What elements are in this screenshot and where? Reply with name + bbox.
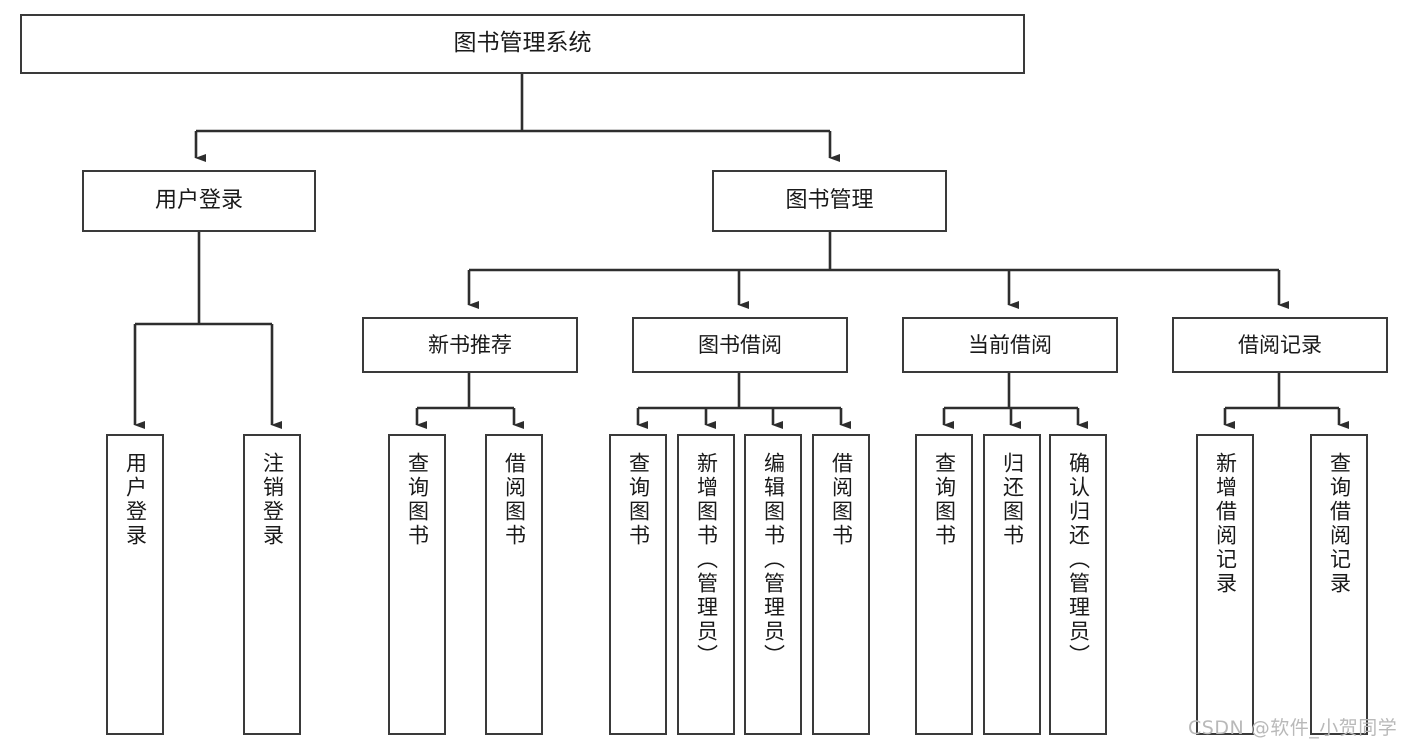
- node-leaf-return-book[interactable]: 归还图书: [983, 434, 1041, 735]
- node-leaf-confirm-return[interactable]: 确认归还（管理员）: [1049, 434, 1107, 735]
- node-current-borrow-label: 当前借阅: [968, 332, 1052, 357]
- node-leaf-add-book-label: 新增图书（管理员）: [694, 452, 719, 668]
- node-leaf-borrow-book-1-label: 借阅图书: [502, 452, 527, 548]
- node-leaf-user-login-label: 用户登录: [123, 452, 148, 548]
- node-leaf-query-record[interactable]: 查询借阅记录: [1310, 434, 1368, 735]
- node-book-borrow-label: 图书借阅: [698, 332, 782, 357]
- node-leaf-add-record-label: 新增借阅记录: [1213, 452, 1238, 596]
- node-leaf-query-book-3-label: 查询图书: [932, 452, 957, 548]
- node-root[interactable]: 图书管理系统: [20, 14, 1025, 74]
- node-leaf-user-login[interactable]: 用户登录: [106, 434, 164, 735]
- node-leaf-add-record[interactable]: 新增借阅记录: [1196, 434, 1254, 735]
- node-leaf-borrow-book-1[interactable]: 借阅图书: [485, 434, 543, 735]
- node-leaf-return-book-label: 归还图书: [1000, 452, 1025, 548]
- node-leaf-query-book-2-label: 查询图书: [626, 452, 651, 548]
- node-leaf-edit-book-label: 编辑图书（管理员）: [761, 452, 786, 668]
- node-user-login-label: 用户登录: [154, 188, 243, 214]
- node-book-management-label: 图书管理: [785, 188, 874, 214]
- node-root-label: 图书管理系统: [453, 30, 592, 57]
- node-leaf-logout[interactable]: 注销登录: [243, 434, 301, 735]
- node-leaf-query-book-1[interactable]: 查询图书: [388, 434, 446, 735]
- node-book-management[interactable]: 图书管理: [712, 170, 947, 232]
- node-leaf-query-book-1-label: 查询图书: [405, 452, 430, 548]
- node-new-book-recommend[interactable]: 新书推荐: [362, 317, 578, 373]
- node-leaf-query-book-2[interactable]: 查询图书: [609, 434, 667, 735]
- node-leaf-borrow-book-2[interactable]: 借阅图书: [812, 434, 870, 735]
- node-current-borrow[interactable]: 当前借阅: [902, 317, 1118, 373]
- node-borrow-record-label: 借阅记录: [1238, 332, 1322, 357]
- node-borrow-record[interactable]: 借阅记录: [1172, 317, 1388, 373]
- node-leaf-query-record-label: 查询借阅记录: [1327, 452, 1352, 596]
- node-book-borrow[interactable]: 图书借阅: [632, 317, 848, 373]
- node-leaf-borrow-book-2-label: 借阅图书: [829, 452, 854, 548]
- node-leaf-logout-label: 注销登录: [260, 452, 285, 548]
- node-leaf-confirm-return-label: 确认归还（管理员）: [1066, 452, 1091, 668]
- node-user-login[interactable]: 用户登录: [82, 170, 316, 232]
- node-leaf-edit-book[interactable]: 编辑图书（管理员）: [744, 434, 802, 735]
- node-leaf-query-book-3[interactable]: 查询图书: [915, 434, 973, 735]
- node-leaf-add-book[interactable]: 新增图书（管理员）: [677, 434, 735, 735]
- node-new-book-recommend-label: 新书推荐: [428, 332, 512, 357]
